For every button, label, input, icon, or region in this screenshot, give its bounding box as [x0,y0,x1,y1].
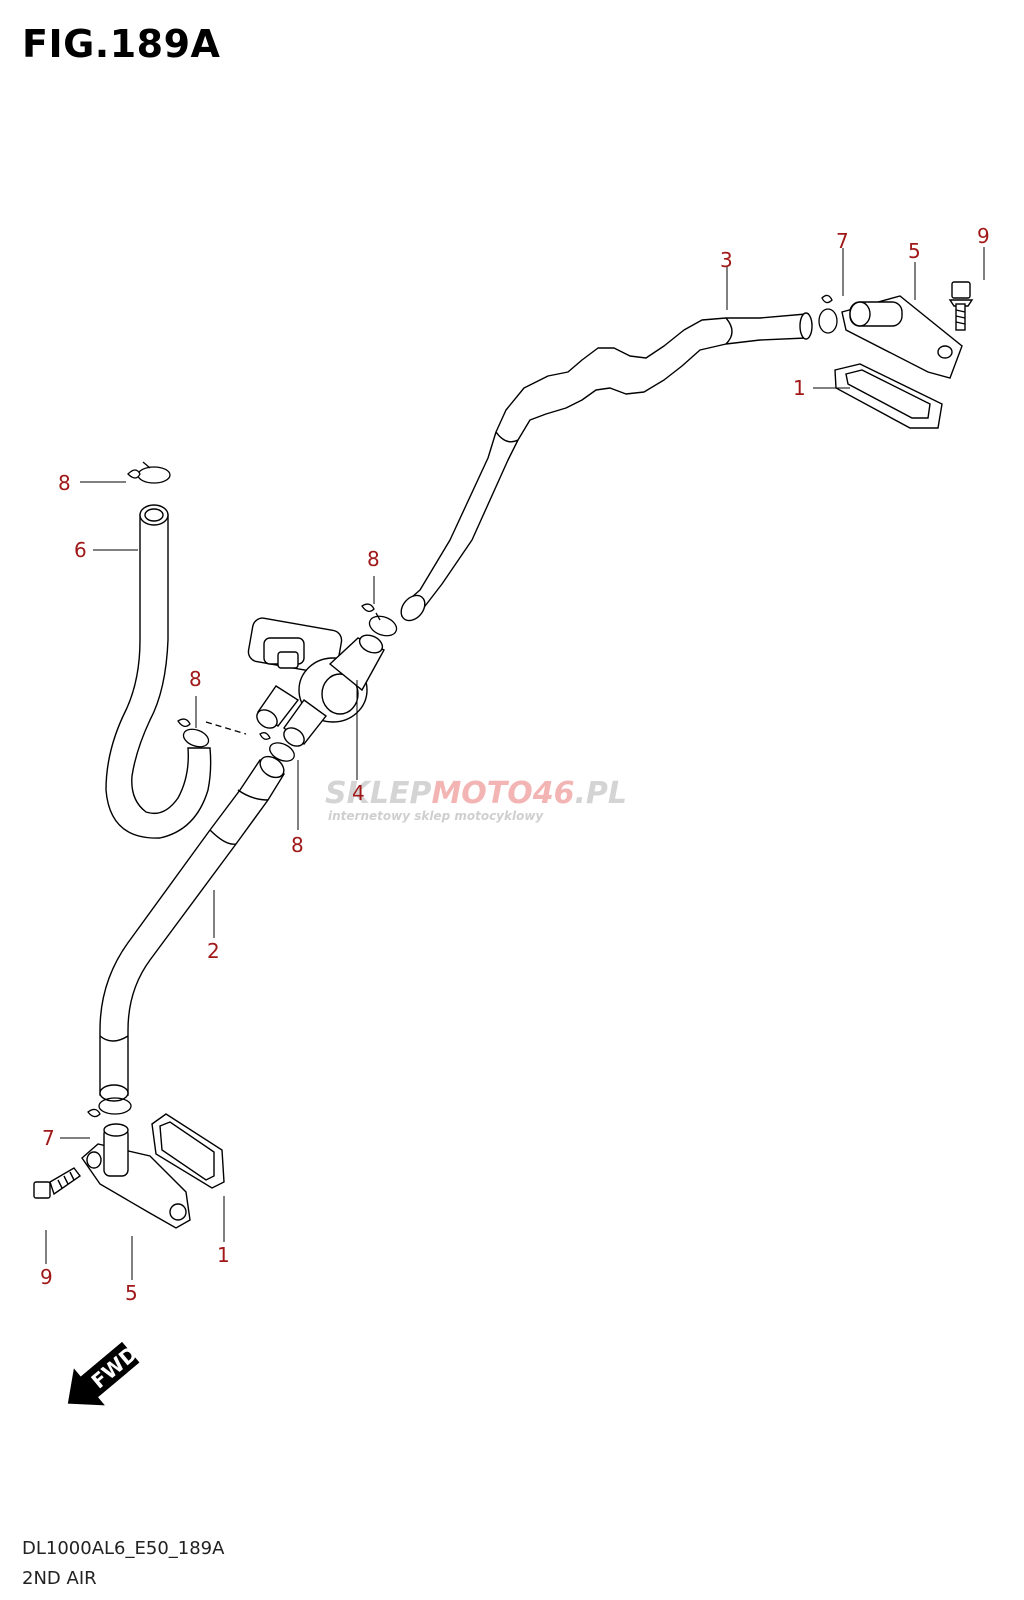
figure-title: FIG.189A [22,22,221,66]
clamp-8-top-left [137,466,171,484]
callout-7-top: 7 [836,229,849,253]
callout-3: 3 [720,248,733,272]
fwd-arrow-icon: FWD [67,1341,142,1406]
callout-8-left: 8 [189,667,202,691]
callout-6: 6 [74,538,87,562]
valve-part-4 [247,617,385,747]
watermark-brand-number: 46 [532,776,575,811]
diagram-code: DL1000AL6_E50_189A [22,1538,225,1559]
callout-8-lower: 8 [291,833,304,857]
clamps-parts-7-8 [87,294,838,1118]
upper-reed-cover-group [834,281,974,429]
callout-8-center: 8 [367,547,380,571]
gasket-part-1-lower [151,1113,225,1189]
watermark-brand-gray: SKLEP [325,776,431,811]
lower-reed-cover-group [33,1113,225,1229]
hose-part-3 [400,312,813,622]
diagram-subtitle: 2ND AIR [22,1568,97,1589]
bolt-part-9-lower [33,1167,81,1199]
watermark-tagline: internetowy sklep motocyklowy [328,809,544,823]
callout-4: 4 [352,781,365,805]
hose-part-6 [105,504,212,839]
watermark-brand-red: MOTO [431,776,532,811]
watermark: SKLEPMOTO46.PL internetowy sklep motocyk… [325,776,627,823]
clamp-7-top [818,308,838,334]
clamp-8-center [368,615,398,637]
callout-1-top: 1 [793,376,806,400]
svg-text:SKLEPMOTO46.PL: SKLEPMOTO46.PL [325,776,627,811]
callout-5-top: 5 [908,239,921,263]
clamp-7-bottom [98,1097,132,1115]
hose-part-2 [99,755,285,1102]
callout-1-bottom: 1 [217,1243,230,1267]
leader-lines [45,247,985,1280]
clamp-8-left [182,728,210,748]
bolt-part-9-upper [948,281,974,331]
callout-8-top-left: 8 [58,471,71,495]
callout-2: 2 [207,939,220,963]
callout-7-bottom: 7 [42,1126,55,1150]
callouts: 3 7 5 9 1 8 6 8 8 4 8 2 7 9 5 1 [40,224,990,1305]
callout-9-top: 9 [977,224,990,248]
clamp-8-lower [269,742,295,762]
watermark-brand-domain: .PL [575,776,628,811]
callout-9-bottom: 9 [40,1265,53,1289]
callout-5-bottom: 5 [125,1281,138,1305]
